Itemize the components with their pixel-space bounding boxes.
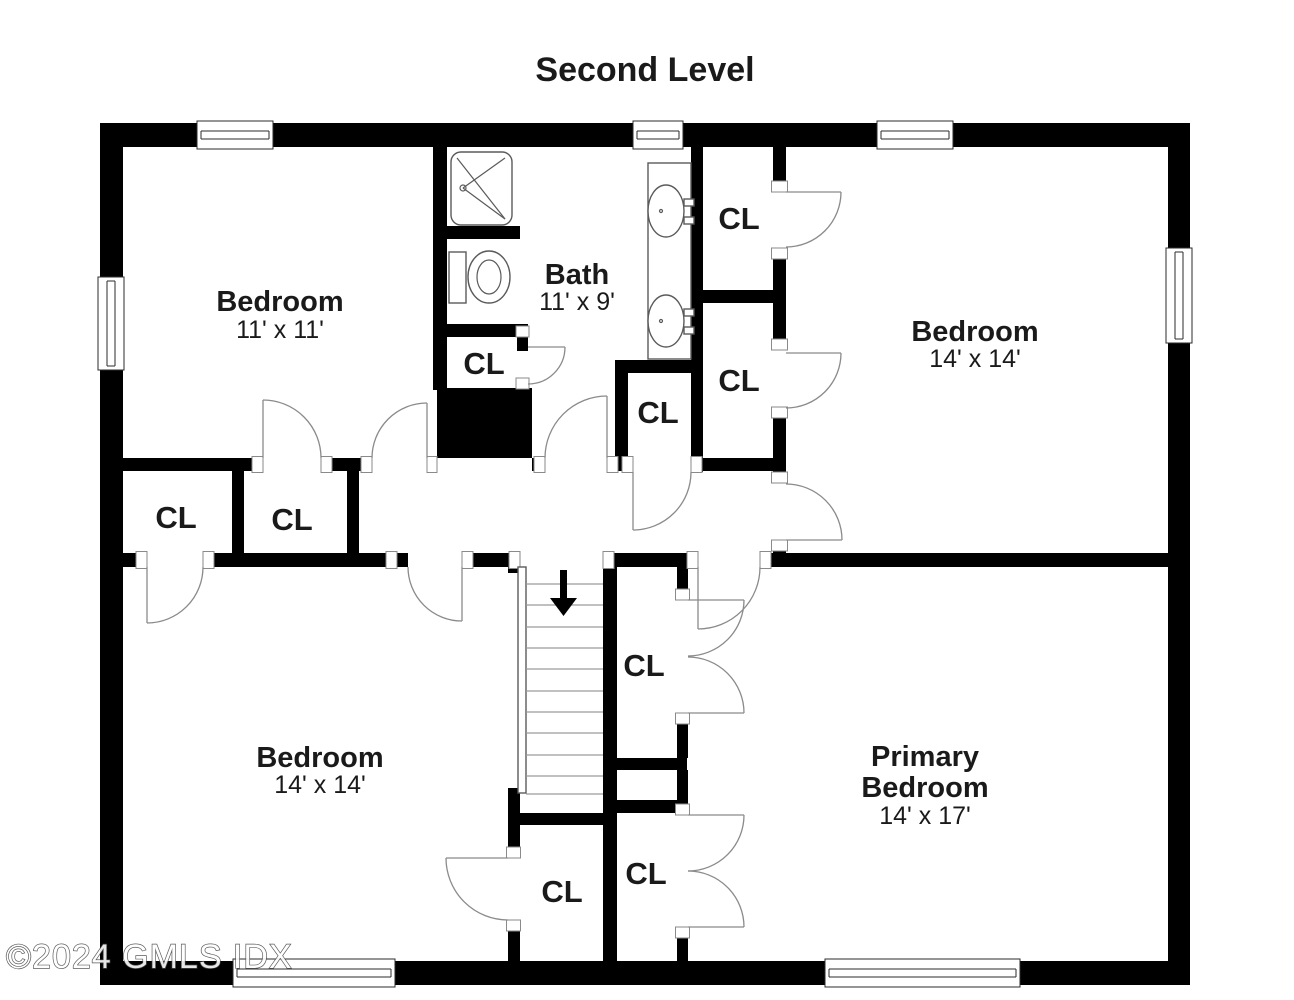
room-labels: Bedroom 11' x 11' Bath 11' x 9' Bedroom … (216, 259, 1038, 830)
closet-label-mid-left-1: CL (155, 500, 196, 535)
shower-icon (450, 151, 513, 226)
window-icon (196, 120, 274, 150)
room-label-bedroom-top-left: Bedroom 11' x 11' (216, 286, 343, 344)
room-label-bath: Bath 11' x 9' (539, 259, 615, 316)
closet-label-center: CL (637, 395, 678, 430)
bath-fixtures (448, 151, 695, 360)
stair-rail (517, 566, 527, 794)
sink-icon (647, 294, 695, 348)
room-name: Bath (545, 259, 609, 291)
closet-label-below-stairs: CL (541, 874, 582, 909)
room-name-line2: Bedroom (861, 772, 988, 804)
room-name-line1: Primary (871, 741, 979, 773)
window-icon (876, 120, 954, 150)
double-vanity-icon (647, 162, 695, 360)
closet-label-bottom-mid: CL (625, 856, 666, 891)
staircase (517, 566, 603, 795)
room-label-primary-bedroom: Primary Bedroom 14' x 17' (861, 741, 988, 830)
room-dims: 14' x 14' (929, 345, 1021, 373)
watermark: ©2024 GMLS IDX (6, 938, 293, 976)
closet-label-by-stairs: CL (623, 648, 664, 683)
room-name: Bedroom (911, 316, 1038, 348)
closet-label-right-bottom: CL (718, 363, 759, 398)
stair-treads (526, 583, 603, 795)
room-name: Bedroom (216, 286, 343, 318)
closet-label-bath: CL (463, 346, 504, 381)
room-label-bedroom-bottom-left: Bedroom 14' x 14' (256, 742, 383, 799)
room-dims: 11' x 9' (539, 288, 615, 316)
door-swing-arcs (146, 191, 843, 928)
closet-label-mid-left-2: CL (271, 502, 312, 537)
door-jambs (135, 180, 788, 939)
window-icon (1165, 247, 1193, 344)
window-icon (97, 276, 125, 371)
closet-label-right-top: CL (718, 201, 759, 236)
window-icon (232, 958, 396, 988)
room-dims: 14' x 17' (879, 802, 971, 830)
windows (97, 120, 1193, 988)
room-label-bedroom-top-right: Bedroom 14' x 14' (911, 316, 1038, 373)
plan-title: Second Level (535, 51, 754, 89)
window-icon (632, 120, 684, 150)
closet-labels: CL CL CL CL CL CL CL CL CL (155, 201, 759, 909)
sink-icon (647, 184, 695, 238)
stairs-down-arrow-icon (550, 570, 577, 616)
toilet-icon (448, 250, 511, 304)
room-dims: 14' x 14' (274, 771, 366, 799)
window-icon (824, 958, 1021, 988)
room-name: Bedroom (256, 742, 383, 774)
room-dims: 11' x 11' (236, 316, 324, 344)
chase-block (437, 388, 532, 458)
